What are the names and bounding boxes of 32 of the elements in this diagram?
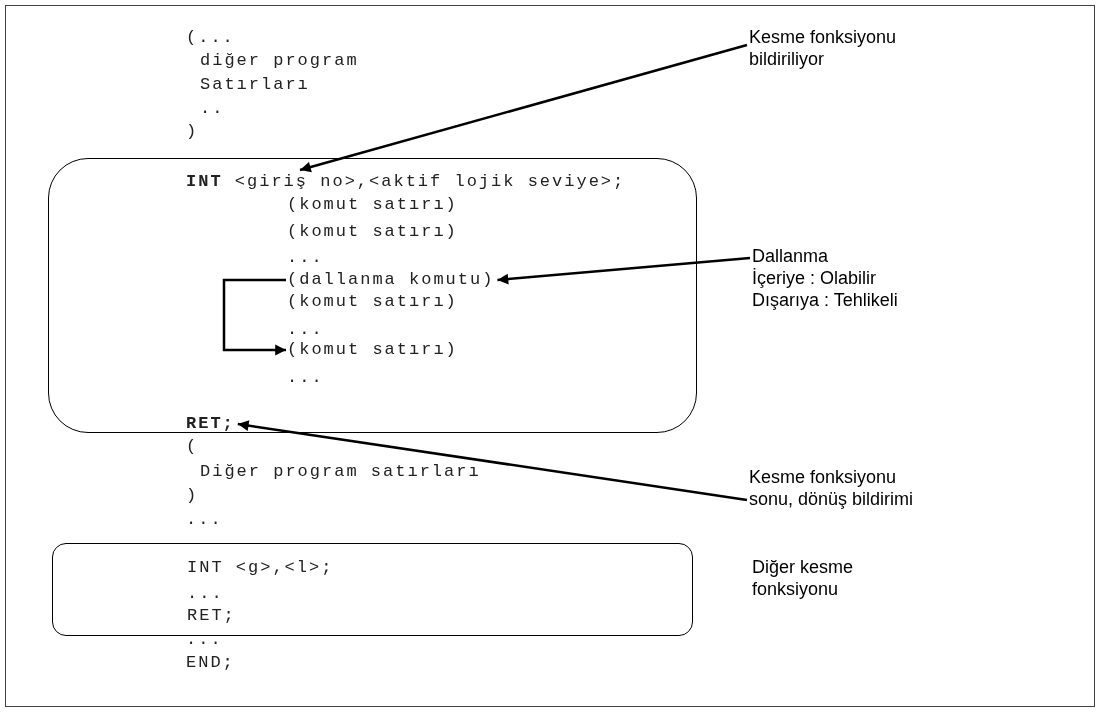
- code-line: (komut satırı): [287, 221, 458, 243]
- code-line: ): [186, 121, 199, 143]
- code-line: diğer program: [200, 50, 359, 72]
- code-line: Satırları: [200, 74, 310, 96]
- annotation-text: Dallanma: [752, 245, 830, 267]
- code-line: RET;: [187, 605, 236, 627]
- code-line: ...: [186, 629, 223, 651]
- rounded-code-block: [48, 158, 697, 433]
- rounded-code-block: [52, 543, 693, 636]
- code-line: INT <g>,<l>;: [187, 557, 334, 579]
- code-line: Diğer program satırları: [200, 461, 481, 483]
- code-line: ...: [187, 583, 224, 605]
- code-line: (komut satırı): [287, 194, 458, 216]
- code-line: ...: [186, 509, 223, 531]
- code-line: ): [186, 485, 199, 507]
- code-line: INT <giriş no>,<aktif lojik seviye>;: [186, 171, 626, 193]
- code-line: RET;: [186, 413, 235, 435]
- annotation-text: Kesme fonksiyonu bildiriliyor: [749, 26, 921, 70]
- annotation-text: Kesme fonksiyonu sonu, dönüş bildirimi: [749, 466, 941, 510]
- code-line: ...: [287, 319, 324, 341]
- note-text: Diğer kesme fonksiyonu: [752, 556, 855, 600]
- code-line: ..: [200, 98, 225, 120]
- code-line: (komut satırı): [287, 339, 458, 361]
- code-line: (...: [186, 27, 235, 49]
- code-line: (dallanma komutu): [287, 269, 495, 291]
- code-line: ...: [287, 367, 324, 389]
- code-line: (: [186, 436, 199, 458]
- code-line: ...: [287, 247, 324, 269]
- code-line: END;: [186, 652, 235, 674]
- annotation-text: İçeriye : Olabilir: [752, 267, 878, 289]
- code-line: (komut satırı): [287, 291, 458, 313]
- annotation-text: Dışarıya : Tehlikeli: [752, 289, 899, 311]
